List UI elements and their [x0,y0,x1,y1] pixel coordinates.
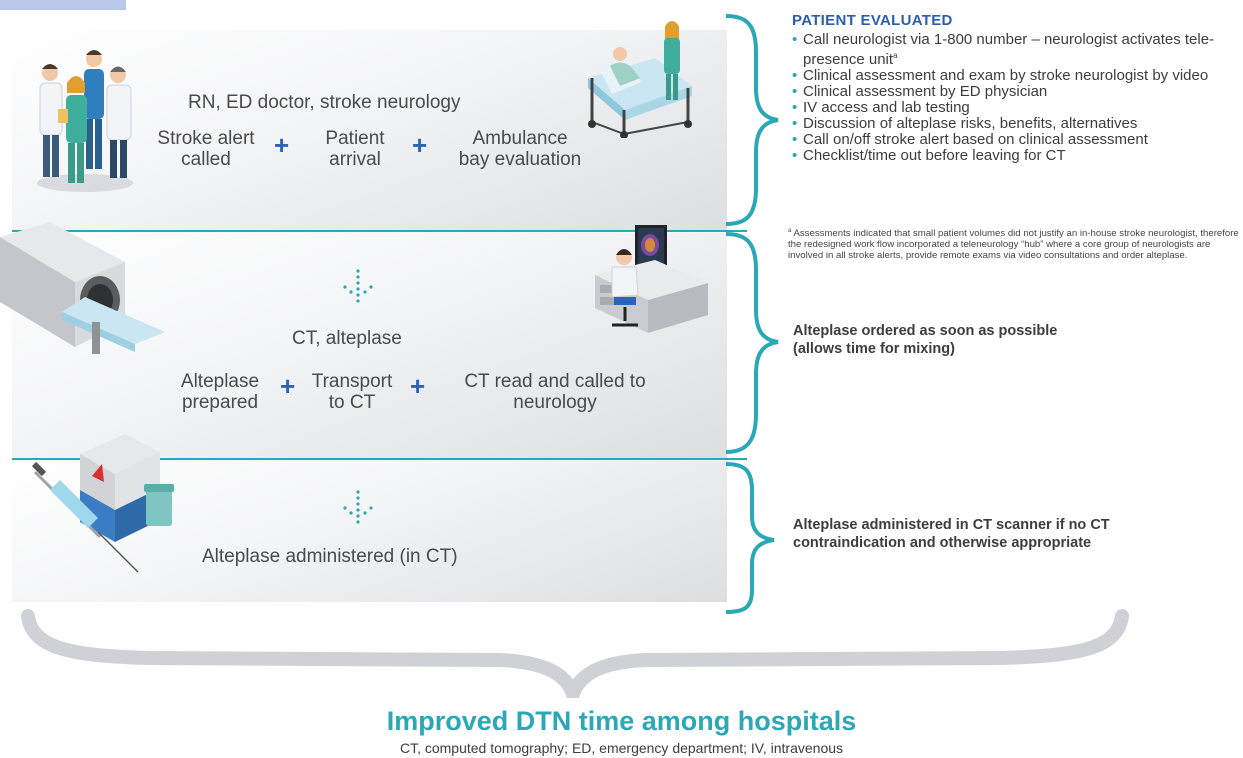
patient-bed-icon [588,21,692,138]
alteplase-syringe-icon [31,434,174,573]
abbreviations-footnote: CT, computed tomography; ED, emergency d… [399,740,844,756]
corner-tab [0,0,126,10]
bullet-item: Call neurologist via 1-800 number – neur… [792,32,1242,68]
step-ct-read: CT read and called to neurology [464,371,646,413]
dots-arrow-icon [343,269,373,303]
staff-label: RN, ED doctor, stroke neurology [188,92,461,113]
bullet-text: Discussion of alteplase risks, benefits,… [803,115,1138,132]
footnote-text: Assessments indicated that small patient… [788,228,1239,262]
step-alteplase-prepared: Alteplase prepared [180,371,260,413]
curly-brace-icon [725,14,779,614]
dots-arrow-icon [343,490,373,524]
note-alteplase-in-ct: Alteplase administered in CT scanner if … [793,517,1110,551]
alteplase-administered-label: Alteplase administered (in CT) [202,546,458,567]
footnote-marker: a [893,51,898,60]
result-title: Improved DTN time among hospitals [386,706,857,736]
separator-line [12,458,747,460]
bullet-text: Checklist/time out before leaving for CT [803,147,1066,164]
bullet-text: Clinical assessment by ED physician [803,83,1048,100]
plus-icon: + [274,130,290,160]
patient-evaluated-title: PATIENT EVALUATED [792,12,953,29]
step-transport-to-ct: Transport to CT [311,371,393,413]
ct-alteplase-label: CT, alteplase [292,328,402,349]
bullet-item: IV access and lab testing [792,99,1242,117]
bullet-text: Call on/off stroke alert based on clinic… [803,131,1148,148]
radiologist-workstation-icon [595,225,708,333]
separator-line [12,230,747,232]
footnote-marker: a [788,228,792,234]
footnote: a Assessments indicated that small patie… [788,226,1240,261]
step-ambulance-bay-evaluation: Ambulance bay evaluation [458,128,582,170]
ct-scanner-icon [0,222,165,354]
plus-icon: + [280,371,296,401]
bullet-item: Discussion of alteplase risks, benefits,… [792,115,1242,133]
step-patient-arrival: Patient arrival [325,128,385,170]
bullet-item: Call on/off stroke alert based on clinic… [792,131,1242,149]
note-alteplase-ordered: Alteplase ordered as soon as possible (a… [793,323,1058,357]
bullet-item: Checklist/time out before leaving for CT [792,147,1242,165]
bullet-text: Call neurologist via 1-800 number – neur… [803,31,1215,68]
bottom-brace-icon [21,609,1129,698]
bullet-item: Clinical assessment and exam by stroke n… [792,67,1242,85]
medical-staff-icon [37,50,133,192]
bullet-text: IV access and lab testing [803,99,970,116]
bullet-item: Clinical assessment by ED physician [792,83,1242,101]
evaluation-bullet-list: Call neurologist via 1-800 number – neur… [792,32,1242,165]
plus-icon: + [412,130,428,160]
plus-icon: + [410,371,426,401]
bullet-text: Clinical assessment and exam by stroke n… [803,67,1209,84]
step-stroke-alert-called: Stroke alert called [157,128,255,170]
